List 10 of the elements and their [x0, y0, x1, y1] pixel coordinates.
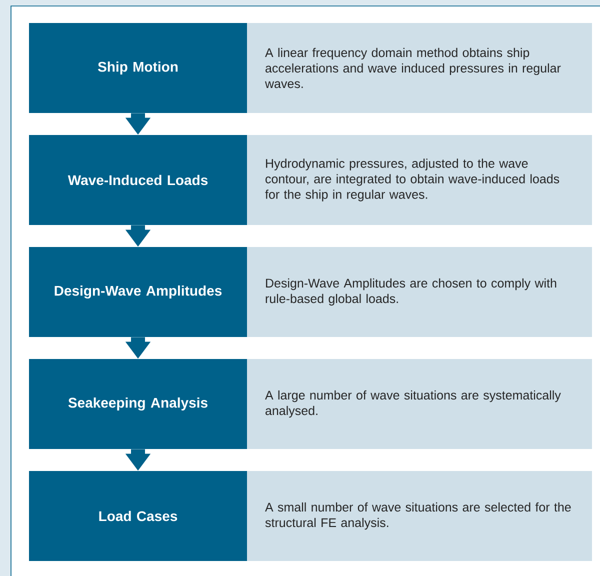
description-box: A large number of wave situations are systematically analysed. — [247, 359, 592, 449]
step-box: Design-Wave Amplitudes — [29, 247, 247, 337]
step-box: Seakeeping Analysis — [29, 359, 247, 449]
description-box: Hydrodynamic pressures, adjusted to the wave contour, are integrated to obtain wave-induced loads for the ship in regular waves. — [247, 135, 592, 225]
description-box: Design-Wave Amplitudes are chosen to comply with rule-based global loads. — [247, 247, 592, 337]
description-box: A small number of wave situations are selected for the structural FE analysis. — [247, 471, 592, 561]
step-box: Ship Motion — [29, 23, 247, 113]
step-box: Load Cases — [29, 471, 247, 561]
step-box: Wave-Induced Loads — [29, 135, 247, 225]
description-box: A linear frequency domain method obtains ship accelerations and wave induced pressures in regular waves. — [247, 23, 592, 113]
